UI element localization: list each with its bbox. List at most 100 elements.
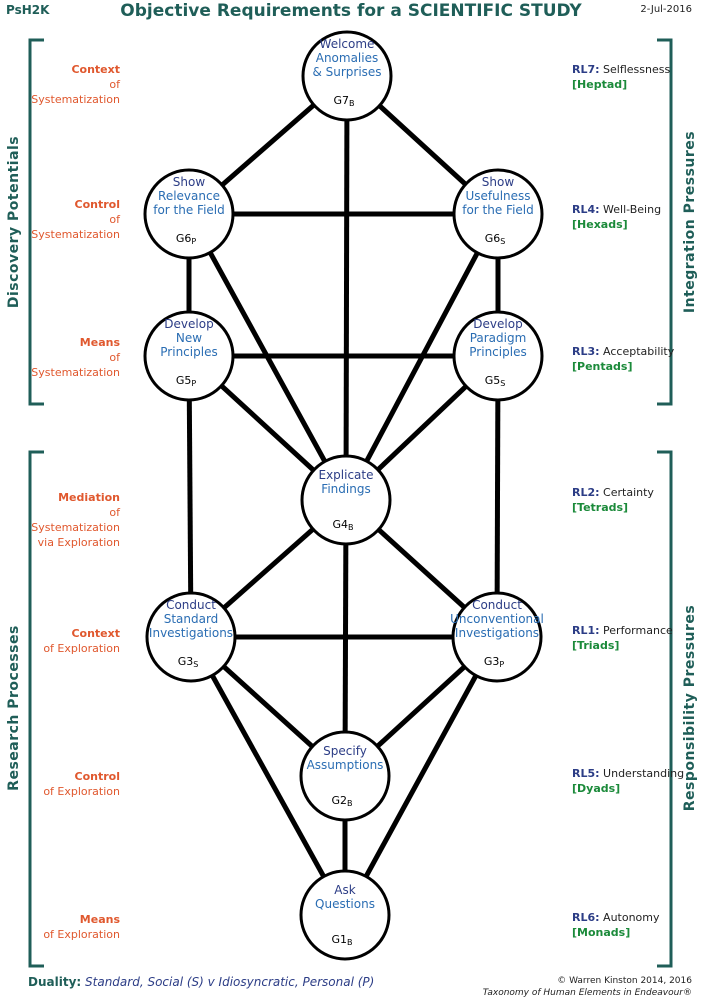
node-code-sub: S [500,237,505,246]
copyright-block: © Warren Kinston 2014, 2016 Taxonomy of … [483,975,692,999]
node-text-line: Specify [323,744,367,758]
node-text-line: Investigations [455,626,539,640]
left-label-key: Means [79,913,120,926]
node-text-line: Conduct [472,598,522,612]
left-label-line: via Exploration [37,536,120,549]
rl-key: RL7: [572,63,600,76]
left-label-key: Means [79,336,120,349]
rl-name: Acceptability [603,345,675,358]
rl-group: [Heptad] [572,78,628,91]
node-code-sub: P [191,237,196,246]
left-label-line: Systematization [31,93,120,106]
left-label-key: Control [74,770,120,783]
node-text-line: Anomalies [316,51,379,65]
rl-group: [Tetrads] [572,501,629,514]
node-code: G6P [176,232,197,246]
left-label-line: of [109,506,120,519]
brand-label: PsH2K [6,3,50,17]
right-label-2: RL4: Well-Being[Hexads] [572,202,661,232]
node-code: G7B [333,94,354,108]
rl-name: Certainty [603,486,654,499]
node-code-sub: S [193,660,198,669]
node-text-line: Findings [321,482,370,496]
node-circle [300,454,392,546]
node-code-main: G3 [484,655,500,668]
node-text-line: Explicate [318,468,373,482]
node-code-sub: B [349,99,355,108]
left-label-line: Systematization [31,521,120,534]
right-label-5: RL1: Performance[Triads] [572,623,673,653]
node-text-line: Unconventional [450,612,544,626]
rl-key: RL1: [572,624,600,637]
node-code-main: G2 [331,794,347,807]
node-code-sub: B [347,799,353,808]
rl-key: RL4: [572,203,600,216]
node-circle [301,30,393,122]
node-code-main: G5 [485,374,501,387]
left-label-line: of [109,351,120,364]
rl-name: Autonomy [603,911,660,924]
left-label-line: of Exploration [43,785,120,798]
node-text-line: Ask [334,883,355,897]
node-code-sub: B [347,938,353,947]
right-label-7: RL6: Autonomy [Monads] [572,910,660,940]
node-code: G3S [178,655,199,669]
left-label-6: Control of Exploration [2,769,120,799]
right-label-3: RL3: Acceptability[Pentads] [572,344,674,374]
node-text-line: Show [173,175,206,189]
node-circle [143,168,235,260]
duality-legend: Duality: Standard, Social (S) v Idiosync… [28,975,374,989]
left-label-line: Systematization [31,366,120,379]
node-code-main: G7 [333,94,349,107]
left-label-key: Context [71,627,120,640]
node-text-line: Principles [469,345,526,359]
left-label-key: Context [71,63,120,76]
node-circle [452,310,544,402]
node-code: G3P [484,655,505,669]
node-text-line: Develop [164,317,213,331]
left-label-line: of [109,78,120,91]
node-text-line: Standard [164,612,219,626]
node-code-sub: B [348,523,354,532]
left-label-line: of Exploration [43,928,120,941]
node-text-line: Conduct [166,598,216,612]
edge-G7-G4 [343,75,350,501]
node-code: G5S [485,374,506,388]
rl-key: RL6: [572,911,600,924]
rl-key: RL5: [572,767,600,780]
node-code-main: G3 [178,655,194,668]
edge-G5S-G3P [494,355,501,638]
left-label-line: of [109,213,120,226]
node-text-line: Relevance [158,189,220,203]
rl-group: [Dyads] [572,782,621,795]
node-text-line: Assumptions [307,758,384,772]
rl-group: [Pentads] [572,360,633,373]
left-label-key: Mediation [58,491,120,504]
node-text-line: Show [482,175,515,189]
right-label-4: RL2: Certainty[Tetrads] [572,485,654,515]
node-code-main: G5 [176,374,192,387]
node-code-sub: P [191,379,196,388]
node-circle [299,730,391,822]
node-circle [145,591,237,683]
node-text-line: Principles [160,345,217,359]
node-code-main: G6 [176,232,192,245]
node-text-line: Welcome [320,37,375,51]
duality-label: Duality: [28,975,82,989]
node-text-line: New [176,331,202,345]
left-label-key: Control [74,198,120,211]
node-code: G2B [331,794,352,808]
node-text-line: for the Field [462,203,534,217]
date-label: 2-Jul-2016 [640,4,692,15]
rl-group: [Monads] [572,926,631,939]
right-label-6: RL5: Understanding[Dyads] [572,766,684,796]
left-label-7: Means of Exploration [2,912,120,942]
